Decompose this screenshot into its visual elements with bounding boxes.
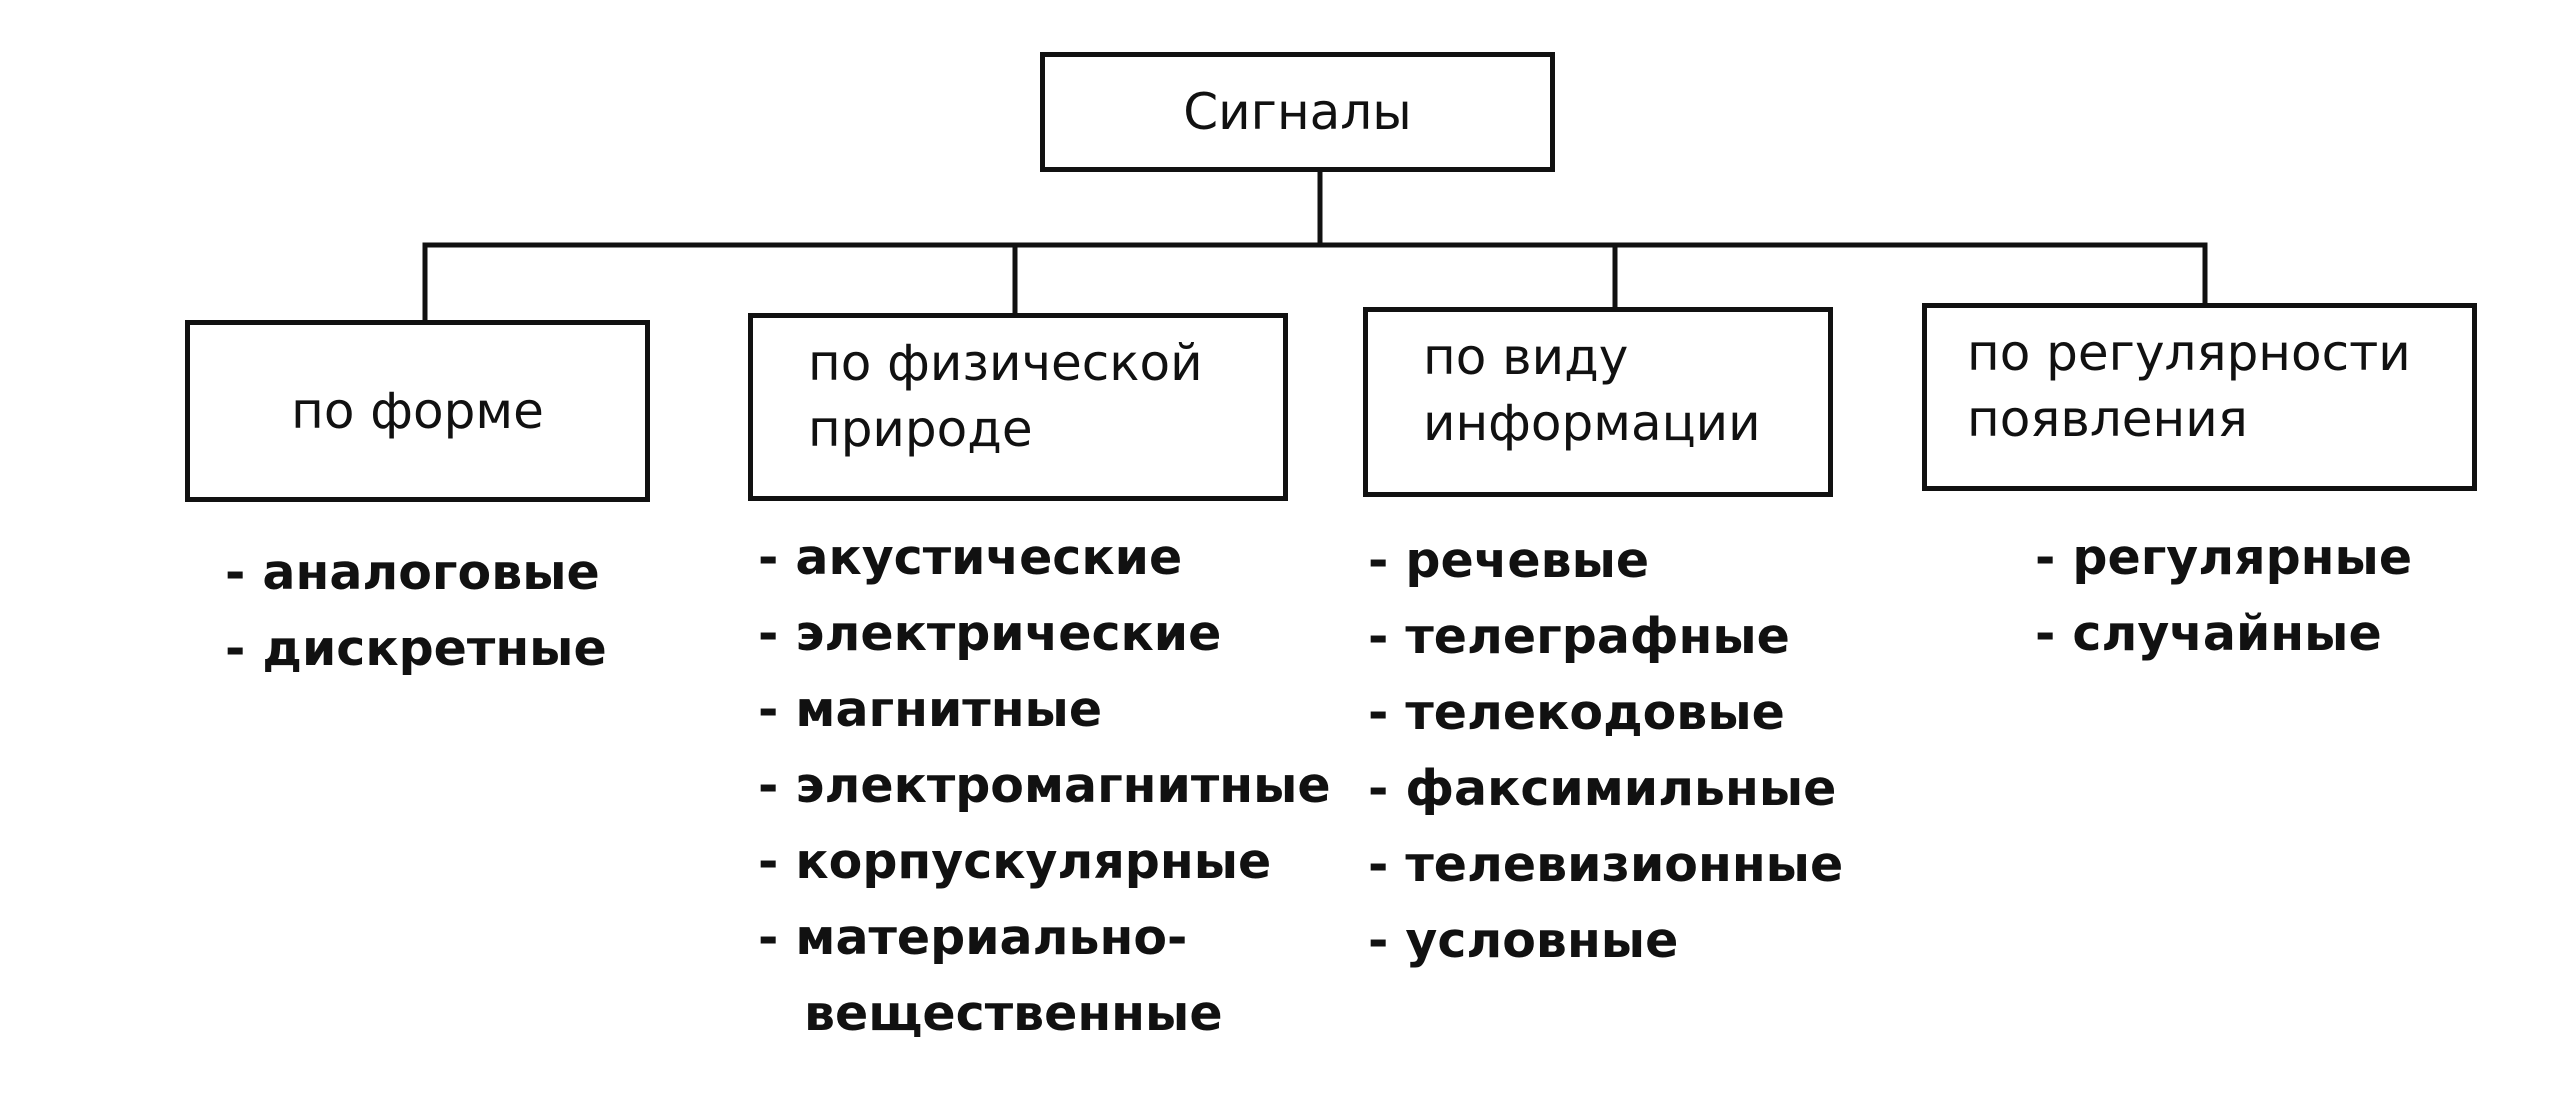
category-info-title-line-1: по виду bbox=[1423, 328, 1629, 386]
list-item: - электрические bbox=[758, 605, 1222, 662]
list-item: - материально- bbox=[758, 909, 1188, 966]
category-reg-title-line-1: по регулярности bbox=[1967, 324, 2411, 382]
category-info-title-line-2: информации bbox=[1423, 394, 1761, 452]
list-item: - телевизионные bbox=[1368, 836, 1844, 893]
category-form-title: по форме bbox=[291, 382, 544, 440]
category-reg-title-line-2: появления bbox=[1967, 390, 2248, 448]
list-item: - случайные bbox=[2035, 605, 2382, 662]
list-item: - речевые bbox=[1368, 532, 1650, 589]
list-item: - электромагнитные bbox=[758, 757, 1331, 814]
list-item: - магнитные bbox=[758, 681, 1103, 738]
root-node: Сигналы bbox=[1040, 52, 1555, 172]
root-label: Сигналы bbox=[1183, 83, 1412, 141]
items-list-reg: - регулярные - случайные bbox=[2035, 520, 2412, 672]
items-list-info: - речевые - телеграфные - телекодовые - … bbox=[1368, 523, 1843, 979]
list-item: - акустические bbox=[758, 529, 1183, 586]
category-box-reg: по регулярности появления bbox=[1922, 303, 2477, 491]
items-list-form: - аналоговые - дискретные bbox=[225, 535, 607, 687]
list-item: - телекодовые bbox=[1368, 684, 1785, 741]
list-item: - факсимильные bbox=[1368, 760, 1837, 817]
list-item: вещественные bbox=[804, 985, 1223, 1042]
category-box-nature: по физической природе bbox=[748, 313, 1288, 501]
items-list-nature: - акустические - электрические - магнитн… bbox=[758, 520, 1331, 1052]
list-item: - корпускулярные bbox=[758, 833, 1272, 890]
list-item: - условные bbox=[1368, 912, 1679, 969]
list-item: - аналоговые bbox=[225, 544, 600, 601]
category-box-form: по форме bbox=[185, 320, 650, 502]
category-box-info: по виду информации bbox=[1363, 307, 1833, 497]
category-nature-title-line-1: по физической bbox=[808, 334, 1203, 392]
list-item: - дискретные bbox=[225, 620, 607, 677]
category-nature-title-line-2: природе bbox=[808, 400, 1033, 458]
list-item: - регулярные bbox=[2035, 529, 2413, 586]
list-item: - телеграфные bbox=[1368, 608, 1790, 665]
